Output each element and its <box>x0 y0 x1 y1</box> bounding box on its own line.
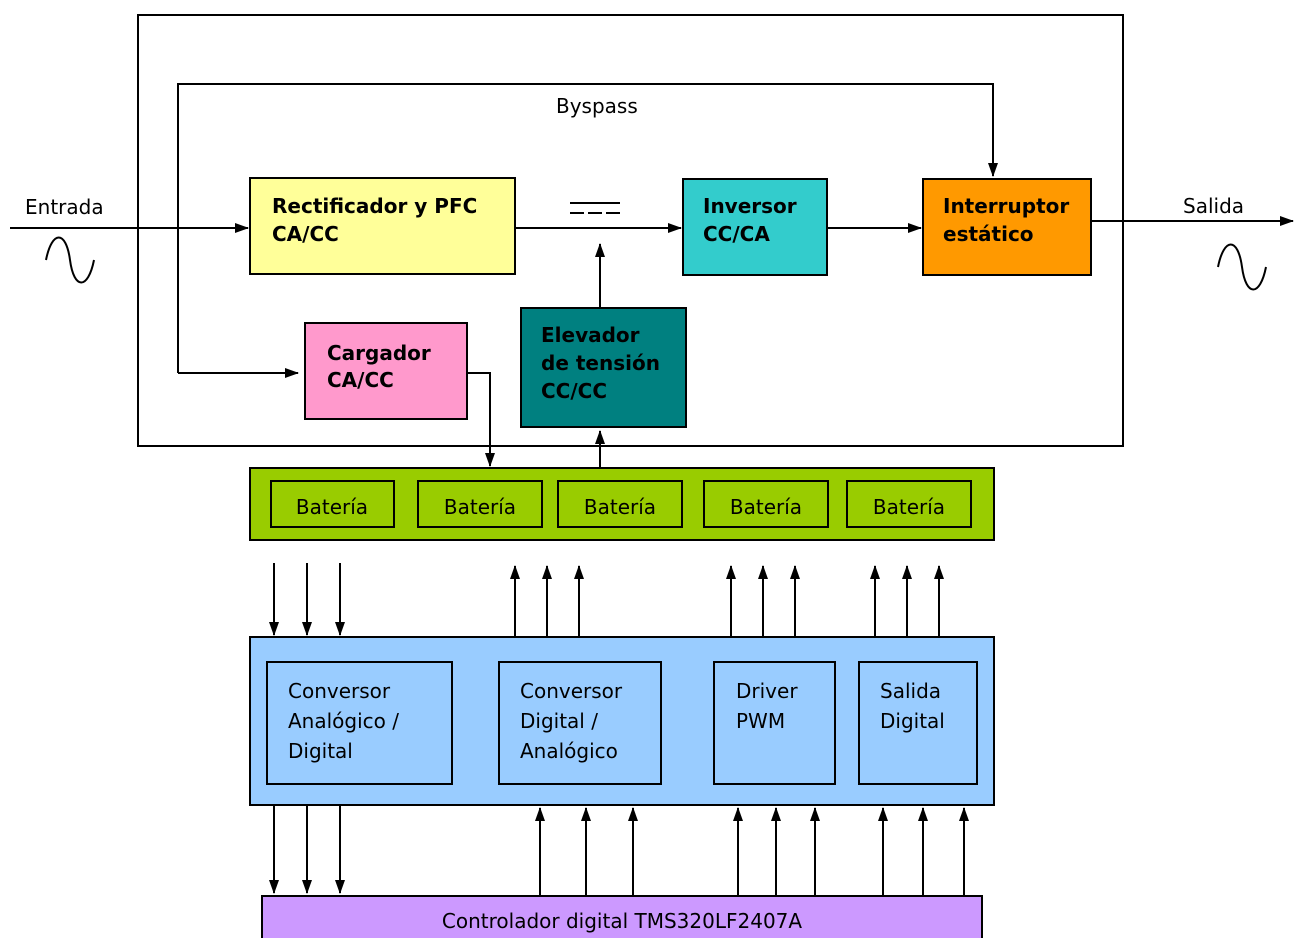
dac-module: Conversor Digital / Analógico <box>498 661 662 785</box>
interface-board: Conversor Analógico / Digital Conversor … <box>249 636 995 806</box>
adc-label-2: Analógico / <box>288 709 399 733</box>
static-switch-label-1: Interruptor <box>943 194 1069 218</box>
battery-label: Batería <box>584 495 656 519</box>
booster-label-1: Elevador <box>541 323 640 347</box>
output-ac-icon <box>1217 243 1267 291</box>
digital-output-label-1: Salida <box>880 679 941 703</box>
booster-label-2: de tensión <box>541 351 660 375</box>
adc-label-1: Conversor <box>288 679 391 703</box>
battery-bank: Batería Batería Batería Batería Batería <box>249 467 995 541</box>
dac-label-3: Analógico <box>520 739 618 763</box>
interface-controller-signals <box>269 805 969 896</box>
static-switch-label-2: estático <box>943 222 1034 246</box>
controller-label: Controlador digital TMS320LF2407A <box>442 909 802 933</box>
pwm-driver-module: Driver PWM <box>713 661 836 785</box>
adc-module: Conversor Analógico / Digital <box>266 661 453 785</box>
inverter-label-1: Inversor <box>703 194 797 218</box>
rectifier-label-1: Rectificador y PFC <box>272 194 477 218</box>
battery-label: Batería <box>730 495 802 519</box>
battery-cell: Batería <box>846 480 972 528</box>
battery-cell: Batería <box>703 480 829 528</box>
battery-label: Batería <box>444 495 516 519</box>
digital-output-module: Salida Digital <box>858 661 978 785</box>
dac-label-1: Conversor <box>520 679 623 703</box>
battery-interface-signals <box>269 563 944 637</box>
charger-label-2: CA/CC <box>327 368 394 392</box>
bypass-label: Byspass <box>556 94 638 118</box>
static-switch-block: Interruptor estático <box>922 178 1092 276</box>
pwm-driver-label-1: Driver <box>736 679 798 703</box>
input-label: Entrada <box>25 195 104 219</box>
charger-block: Cargador CA/CC <box>304 322 468 420</box>
pwm-driver-label-2: PWM <box>736 709 785 733</box>
inverter-label-2: CC/CA <box>703 222 770 246</box>
battery-label: Batería <box>296 495 368 519</box>
charger-label-1: Cargador <box>327 341 431 365</box>
inverter-block: Inversor CC/CA <box>682 178 828 276</box>
booster-block: Elevador de tensión CC/CC <box>520 307 687 428</box>
input-ac-icon <box>45 236 95 284</box>
digital-output-label-2: Digital <box>880 709 945 733</box>
battery-cell: Batería <box>270 480 395 528</box>
battery-cell: Batería <box>417 480 543 528</box>
rectifier-label-2: CA/CC <box>272 222 339 246</box>
output-label: Salida <box>1183 194 1244 218</box>
battery-label: Batería <box>873 495 945 519</box>
dac-label-2: Digital / <box>520 709 598 733</box>
charger-to-battery-line <box>467 372 495 467</box>
rectifier-block: Rectificador y PFC CA/CC <box>249 177 516 275</box>
booster-label-3: CC/CC <box>541 379 607 403</box>
dc-symbol-icon <box>570 202 620 214</box>
adc-label-3: Digital <box>288 739 353 763</box>
controller-block: Controlador digital TMS320LF2407A <box>261 895 983 938</box>
battery-cell: Batería <box>557 480 683 528</box>
